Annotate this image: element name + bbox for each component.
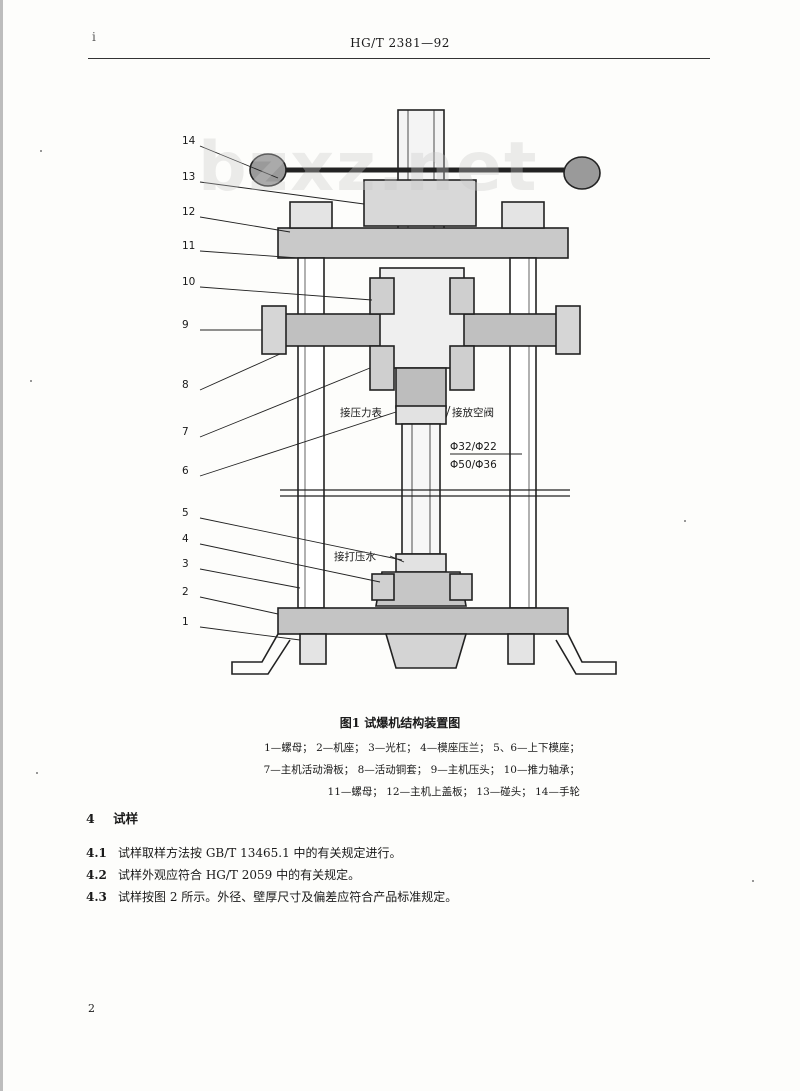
callout-13: 13 [182, 171, 195, 183]
section-number: 4 [86, 811, 95, 826]
callout-12: 12 [182, 206, 195, 218]
corner-mark: ⅰ [92, 30, 96, 44]
scan-speck [40, 150, 42, 152]
callout-3: 3 [182, 558, 189, 570]
scan-speck [752, 880, 754, 882]
section-title: 试样 [113, 811, 139, 826]
callout-5: 5 [182, 507, 189, 519]
diameter-label-1: Φ32/Φ22 [450, 441, 497, 453]
figure-caption: 图1 试爆机结构装置图 [339, 716, 461, 730]
callout-1: 1 [182, 616, 189, 628]
clause-4-3: 4.3 试样按图 2 所示。外径、壁厚尺寸及偏差应符合产品标准规定。 [86, 888, 726, 905]
header-rule [88, 58, 710, 59]
pressure-gauge-label: 接压力表 [340, 406, 382, 419]
page-number: 2 [88, 1002, 95, 1015]
clause-text: 试样取样方法按 GB/T 13465.1 中的有关规定进行。 [118, 846, 402, 860]
clause-number: 4.3 [86, 890, 107, 904]
clause-number: 4.2 [86, 868, 107, 882]
scan-speck [30, 380, 32, 382]
clause-4-2: 4.2 试样外观应符合 HG/T 2059 中的有关规定。 [86, 866, 726, 883]
callout-8: 8 [182, 379, 189, 391]
clause-number: 4.1 [86, 846, 107, 860]
callout-4: 4 [182, 533, 189, 545]
callout-10: 10 [182, 276, 195, 288]
machine-structure-diagram: 14 13 12 11 10 9 8 7 6 5 4 3 2 1 接压力表 接放… [182, 109, 617, 675]
clause-text: 试样外观应符合 HG/T 2059 中的有关规定。 [118, 868, 361, 882]
callout-9: 9 [182, 319, 189, 331]
scan-speck [36, 772, 38, 774]
scan-speck [684, 520, 686, 522]
watermark: bzxz.net [198, 128, 539, 207]
standard-header: HG/T 2381—92 [350, 36, 450, 50]
callout-6: 6 [182, 465, 189, 477]
air-valve-label: 接放空阀 [452, 406, 494, 419]
legend-line-2: 7—主机活动滑板； 8—活动铜套； 9—主机压头； 10—推力轴承； [263, 764, 580, 776]
legend-line-3: 11—螺母； 12—主机上盖板； 13—碰头； 14—手轮 [327, 786, 580, 798]
legend-line-1: 1—螺母； 2—机座； 3—光杠； 4—模座压兰； 5、6—上下模座； [264, 742, 580, 754]
callout-14: 14 [182, 135, 196, 147]
clause-text: 试样按图 2 所示。外径、壁厚尺寸及偏差应符合产品标准规定。 [118, 890, 458, 904]
callout-11: 11 [182, 240, 195, 252]
callout-7: 7 [182, 426, 189, 438]
callout-2: 2 [182, 586, 189, 598]
clause-4-1: 4.1 试样取样方法按 GB/T 13465.1 中的有关规定进行。 [86, 844, 726, 861]
diameter-label-2: Φ50/Φ36 [450, 459, 497, 471]
scan-edge [0, 0, 3, 1091]
water-pump-label: 接打压水 [334, 550, 376, 563]
section-heading: 4 试样 [86, 808, 138, 827]
